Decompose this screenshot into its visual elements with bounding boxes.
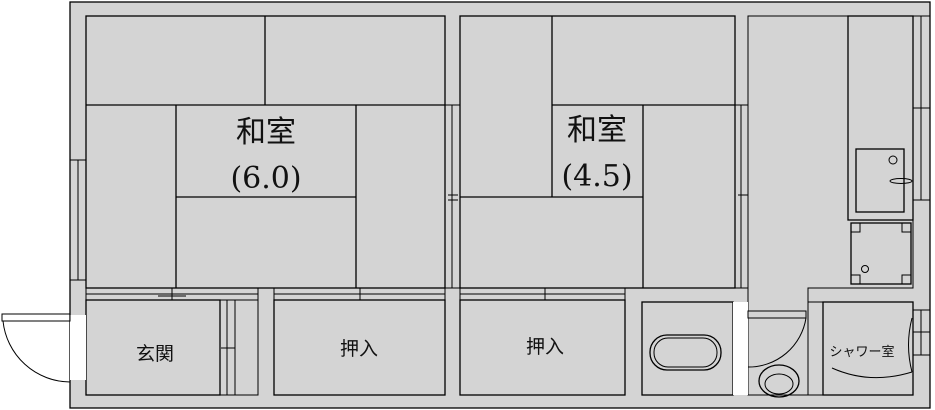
room-name-label: シャワー室 xyxy=(829,344,894,360)
toilet-icon xyxy=(649,334,722,371)
window xyxy=(912,309,931,356)
toilet-door[interactable] xyxy=(747,310,807,368)
window xyxy=(912,15,931,201)
room-name-label: 押入 xyxy=(340,338,378,360)
room-name-label: 押入 xyxy=(526,336,564,358)
room-name-label: 和室 xyxy=(236,115,296,150)
washbasin-icon xyxy=(758,364,800,398)
outer-wall xyxy=(69,1,931,409)
window xyxy=(69,159,87,281)
oshiire-closet: 押入 xyxy=(459,299,626,396)
sliding-door xyxy=(444,104,461,289)
oshiire-closet: 押入 xyxy=(273,299,446,396)
room-size-label: (4.5) xyxy=(561,159,632,194)
washbasin-bowl xyxy=(764,373,794,395)
sink-icon xyxy=(855,148,905,213)
room-size-label: (6.0) xyxy=(230,161,301,196)
shower-room: シャワー室 xyxy=(807,301,914,396)
room-name-label: 和室 xyxy=(567,113,627,148)
stove-icon xyxy=(850,222,912,285)
room-name-label: 玄関 xyxy=(136,343,174,365)
washitsu-6-room: 和室 (6.0) xyxy=(85,15,446,289)
entrance-door[interactable] xyxy=(1,313,86,383)
toilet-room xyxy=(641,301,748,396)
